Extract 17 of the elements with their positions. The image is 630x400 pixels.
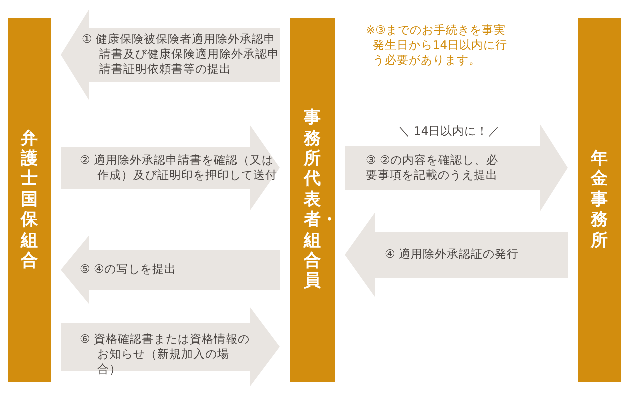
edge-label: ⑥ 資格確認書または資格情報のお知らせ（新規加入の場合） — [80, 332, 250, 377]
block-arrow — [61, 125, 280, 211]
block-arrow — [61, 307, 280, 387]
entity-bar: 事務所代表者・組合員 — [290, 18, 335, 382]
block-arrow — [61, 10, 280, 100]
block-arrow — [345, 124, 568, 212]
block-arrow — [61, 236, 280, 304]
edge-label: ④ 適用除外承認証の発行 — [385, 247, 520, 262]
emphasis-label: ＼ 14日以内に！／ — [397, 124, 502, 139]
edge-label: ⑤ ④の写しを提出 — [80, 262, 178, 277]
edge-label: ③ ②の内容を確認し、必要事項を記載のうえ提出 — [366, 153, 500, 183]
note-text: ※③までのお手続きを事実発生日から14日以内に行う必要があります。 — [366, 23, 509, 68]
entity-bar: 弁護士国保組合 — [8, 18, 51, 382]
block-arrow — [345, 213, 568, 297]
entity-bar: 年金事務所 — [578, 18, 621, 382]
edge-label: ① 健康保険被保険者適用除外承認申請書及び健康保険適用除外承認申請書証明依頼書等の提出 — [82, 32, 280, 77]
edge-label: ② 適用除外承認申請書を確認（又は作成）及び証明印を押印して送付 — [80, 153, 278, 183]
